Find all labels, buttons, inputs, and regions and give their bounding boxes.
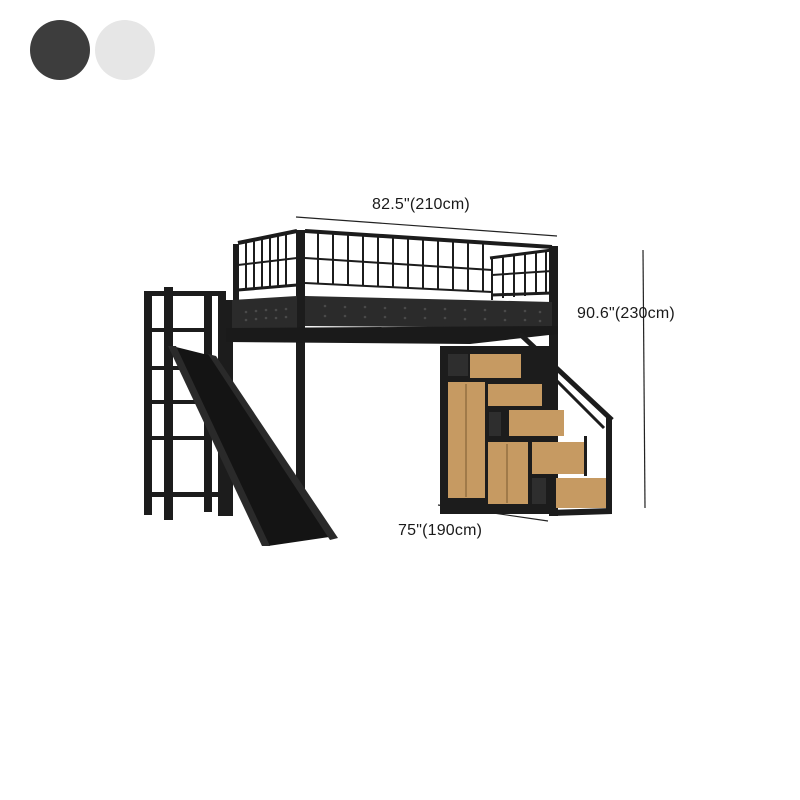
color-swatch-white[interactable] (95, 20, 155, 80)
depth-dimension-label: 75"(190cm) (398, 522, 483, 539)
guard-rail (237, 229, 553, 300)
height-dimension-label: 90.6"(230cm) (577, 305, 675, 322)
platform (226, 296, 558, 344)
color-swatch-black[interactable] (30, 20, 90, 80)
stair-handrail (518, 332, 614, 430)
stair-cabinet (440, 346, 612, 516)
slide (168, 346, 338, 546)
height-dimension-line (642, 249, 646, 509)
width-dimension-line (295, 216, 558, 237)
width-dimension-label: 82.5"(210cm) (372, 196, 470, 213)
